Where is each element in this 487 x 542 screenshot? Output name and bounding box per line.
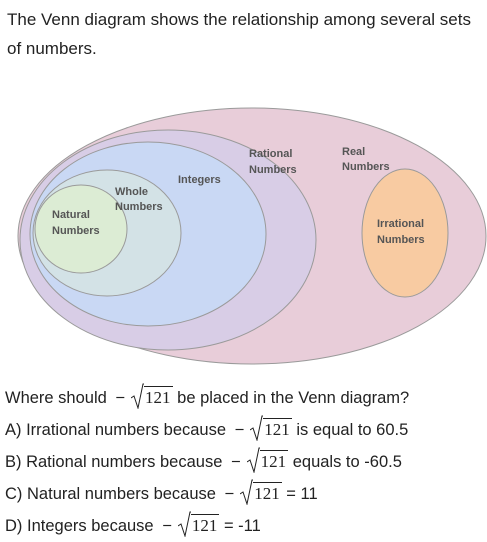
natural-numbers-set (34, 184, 128, 274)
sqrt-expression: 121 (246, 446, 289, 478)
sqrt-expression: 121 (250, 414, 292, 446)
option-text-pre: Rational numbers because (26, 453, 223, 471)
question-block: Where should −121 be placed in the Venn … (5, 382, 485, 542)
radicand: 121 (190, 514, 220, 535)
option-text-post: is equal to 60.5 (296, 421, 409, 439)
rational-label-line1: Rational (249, 148, 292, 160)
rational-label-line2: Numbers (249, 164, 297, 176)
radical-sign-icon (246, 447, 260, 473)
option-text-pre: Integers because (27, 517, 154, 535)
whole-label-line2: Numbers (115, 201, 163, 213)
minus-sign: − (230, 453, 241, 471)
minus-sign: − (224, 485, 235, 503)
venn-diagram: Real Numbers Rational Numbers Integers W… (17, 107, 487, 365)
option-letter: C) (5, 485, 23, 503)
integers-label: Integers (178, 174, 221, 186)
question-stem: Where should −121 be placed in the Venn … (5, 382, 485, 414)
radical-sign-icon (250, 415, 264, 441)
option-c[interactable]: C) Natural numbers because −121 = 11 (5, 478, 485, 510)
option-b[interactable]: B) Rational numbers because −121 equals … (5, 446, 485, 478)
irrational-label-line2: Numbers (377, 234, 425, 246)
whole-label-line1: Whole (115, 186, 148, 198)
natural-label-line1: Natural (52, 209, 90, 221)
real-label-line1: Real (342, 146, 365, 158)
radical-sign-icon (131, 383, 145, 409)
option-letter: D) (5, 517, 23, 535)
radicand: 121 (144, 386, 173, 407)
question-pre: Where should (5, 389, 107, 407)
minus-sign: − (162, 517, 172, 535)
option-letter: A) (5, 421, 22, 439)
option-text-post: = -11 (223, 517, 261, 535)
minus-sign: − (115, 389, 126, 407)
minus-sign: − (234, 421, 245, 439)
option-d[interactable]: D) Integers because −121 = -11 (5, 510, 485, 542)
question-post: be placed in the Venn diagram? (177, 389, 410, 407)
option-text-post: = 11 (286, 485, 318, 503)
option-text-pre: Irrational numbers because (26, 421, 227, 439)
prompt-text: The Venn diagram shows the relationship … (7, 10, 471, 58)
radicand: 121 (253, 482, 282, 503)
radicand: 121 (263, 418, 292, 439)
natural-label-line2: Numbers (52, 225, 100, 237)
option-text-post: equals to -60.5 (292, 453, 402, 471)
radical-sign-icon (240, 479, 254, 505)
irrational-numbers-set (361, 168, 449, 298)
real-label-line2: Numbers (342, 161, 390, 173)
sqrt-expression: 121 (177, 510, 220, 542)
option-text-pre: Natural numbers because (27, 485, 216, 503)
irrational-label-line1: Irrational (377, 218, 424, 230)
radical-sign-icon (177, 511, 191, 537)
option-a[interactable]: A) Irrational numbers because −121 is eq… (5, 414, 485, 446)
radicand: 121 (259, 450, 289, 471)
option-letter: B) (5, 453, 22, 471)
sqrt-expression: 121 (240, 478, 282, 510)
sqrt-expression: 121 (131, 382, 173, 414)
